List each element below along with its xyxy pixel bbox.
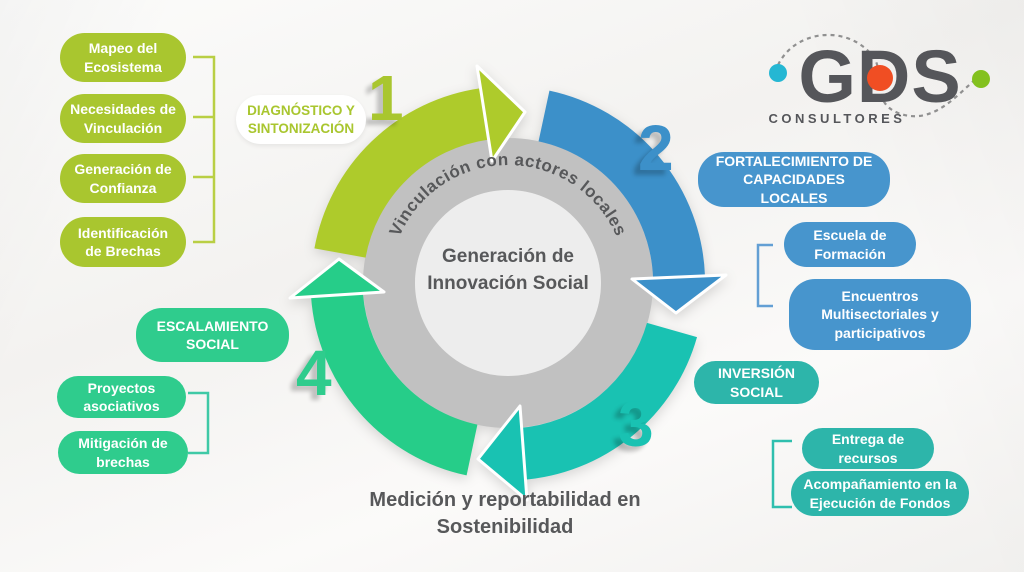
gray-ring bbox=[363, 138, 653, 428]
stage-3-bracket bbox=[771, 439, 792, 509]
stage-2-item-pill: Encuentros Multisectoriales y participat… bbox=[789, 279, 971, 350]
center-label: Generación de Innovación Social bbox=[427, 246, 589, 294]
stage-1-number: 1 bbox=[368, 62, 404, 134]
gds-logo: GDS CONSULTORES bbox=[769, 33, 990, 126]
stage-1-label-pill: DIAGNÓSTICO Y SINTONIZACIÓN bbox=[236, 95, 366, 144]
stage-1-bracket bbox=[193, 55, 216, 244]
arrow-left-icon bbox=[476, 404, 529, 502]
stage-4-label-pill: ESCALAMIENTO SOCIAL bbox=[136, 308, 289, 362]
logo-green-dot-icon bbox=[972, 70, 990, 88]
logo-subtitle: CONSULTORES bbox=[769, 111, 906, 126]
arrow-up-icon bbox=[288, 257, 386, 300]
stage-4-item-pill: Mitigación de brechas bbox=[58, 431, 188, 474]
stage-4-bracket bbox=[188, 391, 210, 455]
stage-3-arc bbox=[517, 322, 698, 480]
arrow-right-icon bbox=[475, 64, 527, 163]
stage-4-arc bbox=[311, 292, 478, 476]
bottom-caption: Medición y reportabilidad en Sostenibili… bbox=[369, 489, 641, 538]
stage-4-number: 4 bbox=[296, 337, 332, 409]
stage-2-bracket bbox=[756, 243, 773, 308]
stage-2-arc bbox=[537, 90, 705, 279]
stage-3-item-pill: Entrega de recursos bbox=[802, 428, 934, 469]
stage-4-item-pill: Proyectos asociativos bbox=[57, 376, 186, 418]
logo-orange-dot-icon bbox=[867, 65, 893, 91]
arrow-down-icon bbox=[630, 273, 728, 315]
stage-1-item-pill: Identificación de Brechas bbox=[60, 217, 186, 267]
stage-3-label-pill: INVERSIÓN SOCIAL bbox=[694, 361, 819, 404]
stage-1-item-pill: Mapeo del Ecosistema bbox=[60, 33, 186, 82]
stage-3-number: 3 bbox=[618, 388, 654, 460]
stage-3-item-pill: Acompañamiento en la Ejecución de Fondos bbox=[791, 471, 969, 516]
center-circle bbox=[415, 190, 601, 376]
stage-1-item-pill: Necesidades de Vinculación bbox=[60, 94, 186, 143]
logo-cyan-dot-icon bbox=[769, 64, 787, 82]
stage-1-item-pill: Generación de Confianza bbox=[60, 154, 186, 203]
stage-2-label-pill: FORTALECIMIENTO DE CAPACIDADES LOCALES bbox=[698, 152, 890, 207]
stage-2-number: 2 bbox=[638, 112, 674, 184]
stage-2-item-pill: Escuela de Formación bbox=[784, 222, 916, 267]
stage-1-arc bbox=[314, 88, 489, 259]
